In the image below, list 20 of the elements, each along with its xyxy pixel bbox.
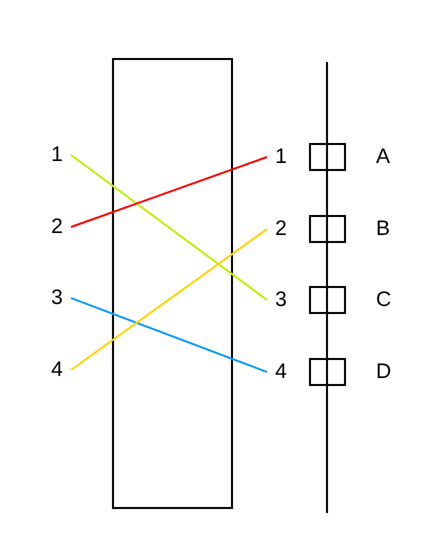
wire-line [70, 297, 268, 373]
pin-number: 1 [270, 144, 292, 170]
pin-number: 4 [270, 359, 292, 385]
box-outline [309, 143, 346, 171]
letter-label: C [376, 287, 392, 313]
wire-line [70, 156, 268, 228]
pin-number: 3 [46, 285, 68, 311]
box-outline [309, 215, 346, 243]
letter-label: D [376, 359, 392, 385]
box-outline [309, 286, 346, 314]
letter-label: A [376, 144, 390, 170]
wire-line [70, 228, 268, 371]
pin-number: 2 [46, 214, 68, 240]
pin-number: 1 [46, 142, 68, 168]
pin-number: 3 [270, 287, 292, 313]
pin-number: 2 [270, 216, 292, 242]
pin-number: 4 [46, 357, 68, 383]
box-outline [309, 358, 346, 386]
wire-line [70, 154, 268, 301]
letter-label: B [376, 216, 390, 242]
